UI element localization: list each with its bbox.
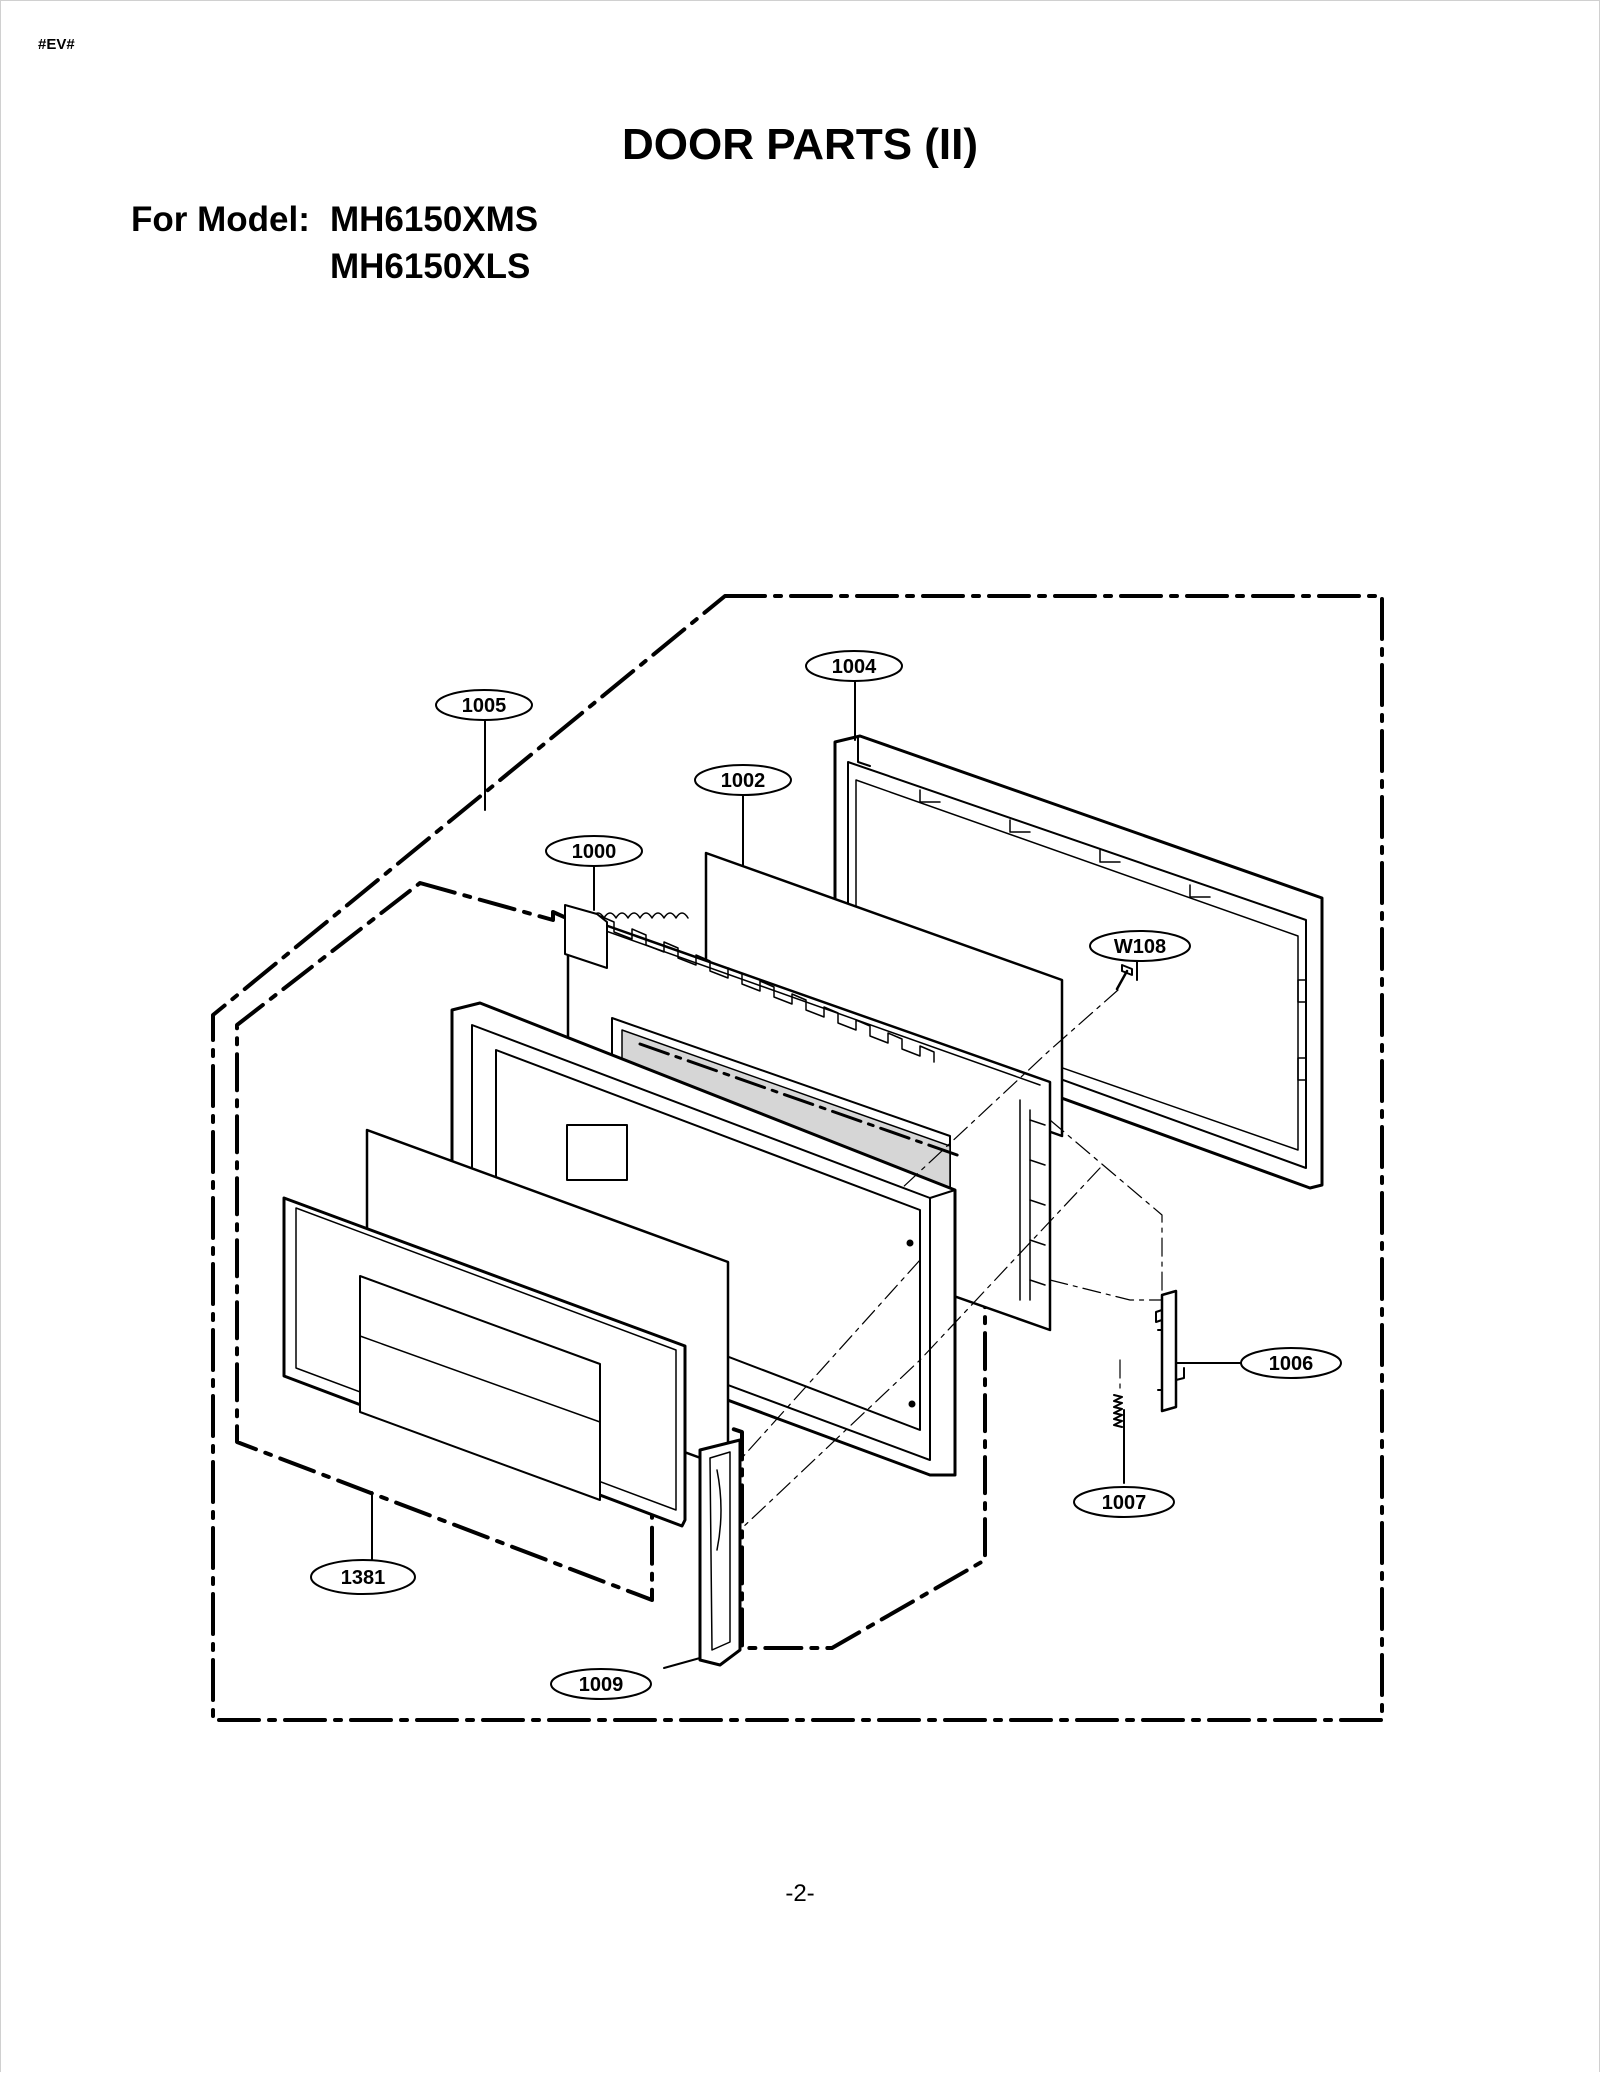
- model-number-2: MH6150XLS: [330, 247, 531, 286]
- part-1006-hook: [1155, 1289, 1185, 1413]
- callout-1004-oval: [805, 650, 903, 682]
- callout-1009: 1009: [579, 1674, 624, 1696]
- callout-1002: 1002: [721, 770, 766, 792]
- callout-w108: W108: [1114, 936, 1166, 958]
- part-1004-rear-frame: [833, 734, 1324, 1190]
- model-number-1: MH6150XMS: [330, 200, 539, 239]
- callout-1006-oval: [1240, 1347, 1342, 1379]
- document-code: #EV#: [38, 36, 75, 53]
- callout-1007: 1007: [1102, 1492, 1147, 1514]
- callout-1009-oval: [550, 1668, 652, 1700]
- callout-1005-oval: [435, 689, 533, 721]
- model-label: For Model:: [131, 200, 310, 239]
- callout-1005: 1005: [462, 695, 507, 717]
- callout-1000: 1000: [572, 841, 617, 863]
- callout-1381-oval: [310, 1559, 416, 1595]
- part-w108-screw: [1115, 964, 1133, 991]
- part-1009-handle: [698, 1438, 742, 1667]
- callout-1381: 1381: [341, 1567, 386, 1589]
- callout-w108-oval: [1089, 930, 1191, 962]
- callout-1000-oval: [545, 835, 643, 867]
- page-title: DOOR PARTS (II): [621, 120, 979, 169]
- callout-1007-oval: [1073, 1486, 1175, 1518]
- outer-assembly-boundary: [211, 594, 1384, 1722]
- part-1381-outer-door: [282, 1196, 687, 1528]
- inner-assembly-boundary: [235, 881, 987, 1650]
- callout-1002-oval: [694, 764, 792, 796]
- callout-1006: 1006: [1269, 1353, 1314, 1375]
- part-1007-spring: [1113, 1394, 1123, 1428]
- page-number: -2-: [785, 1880, 815, 1907]
- callout-1004: 1004: [832, 656, 877, 678]
